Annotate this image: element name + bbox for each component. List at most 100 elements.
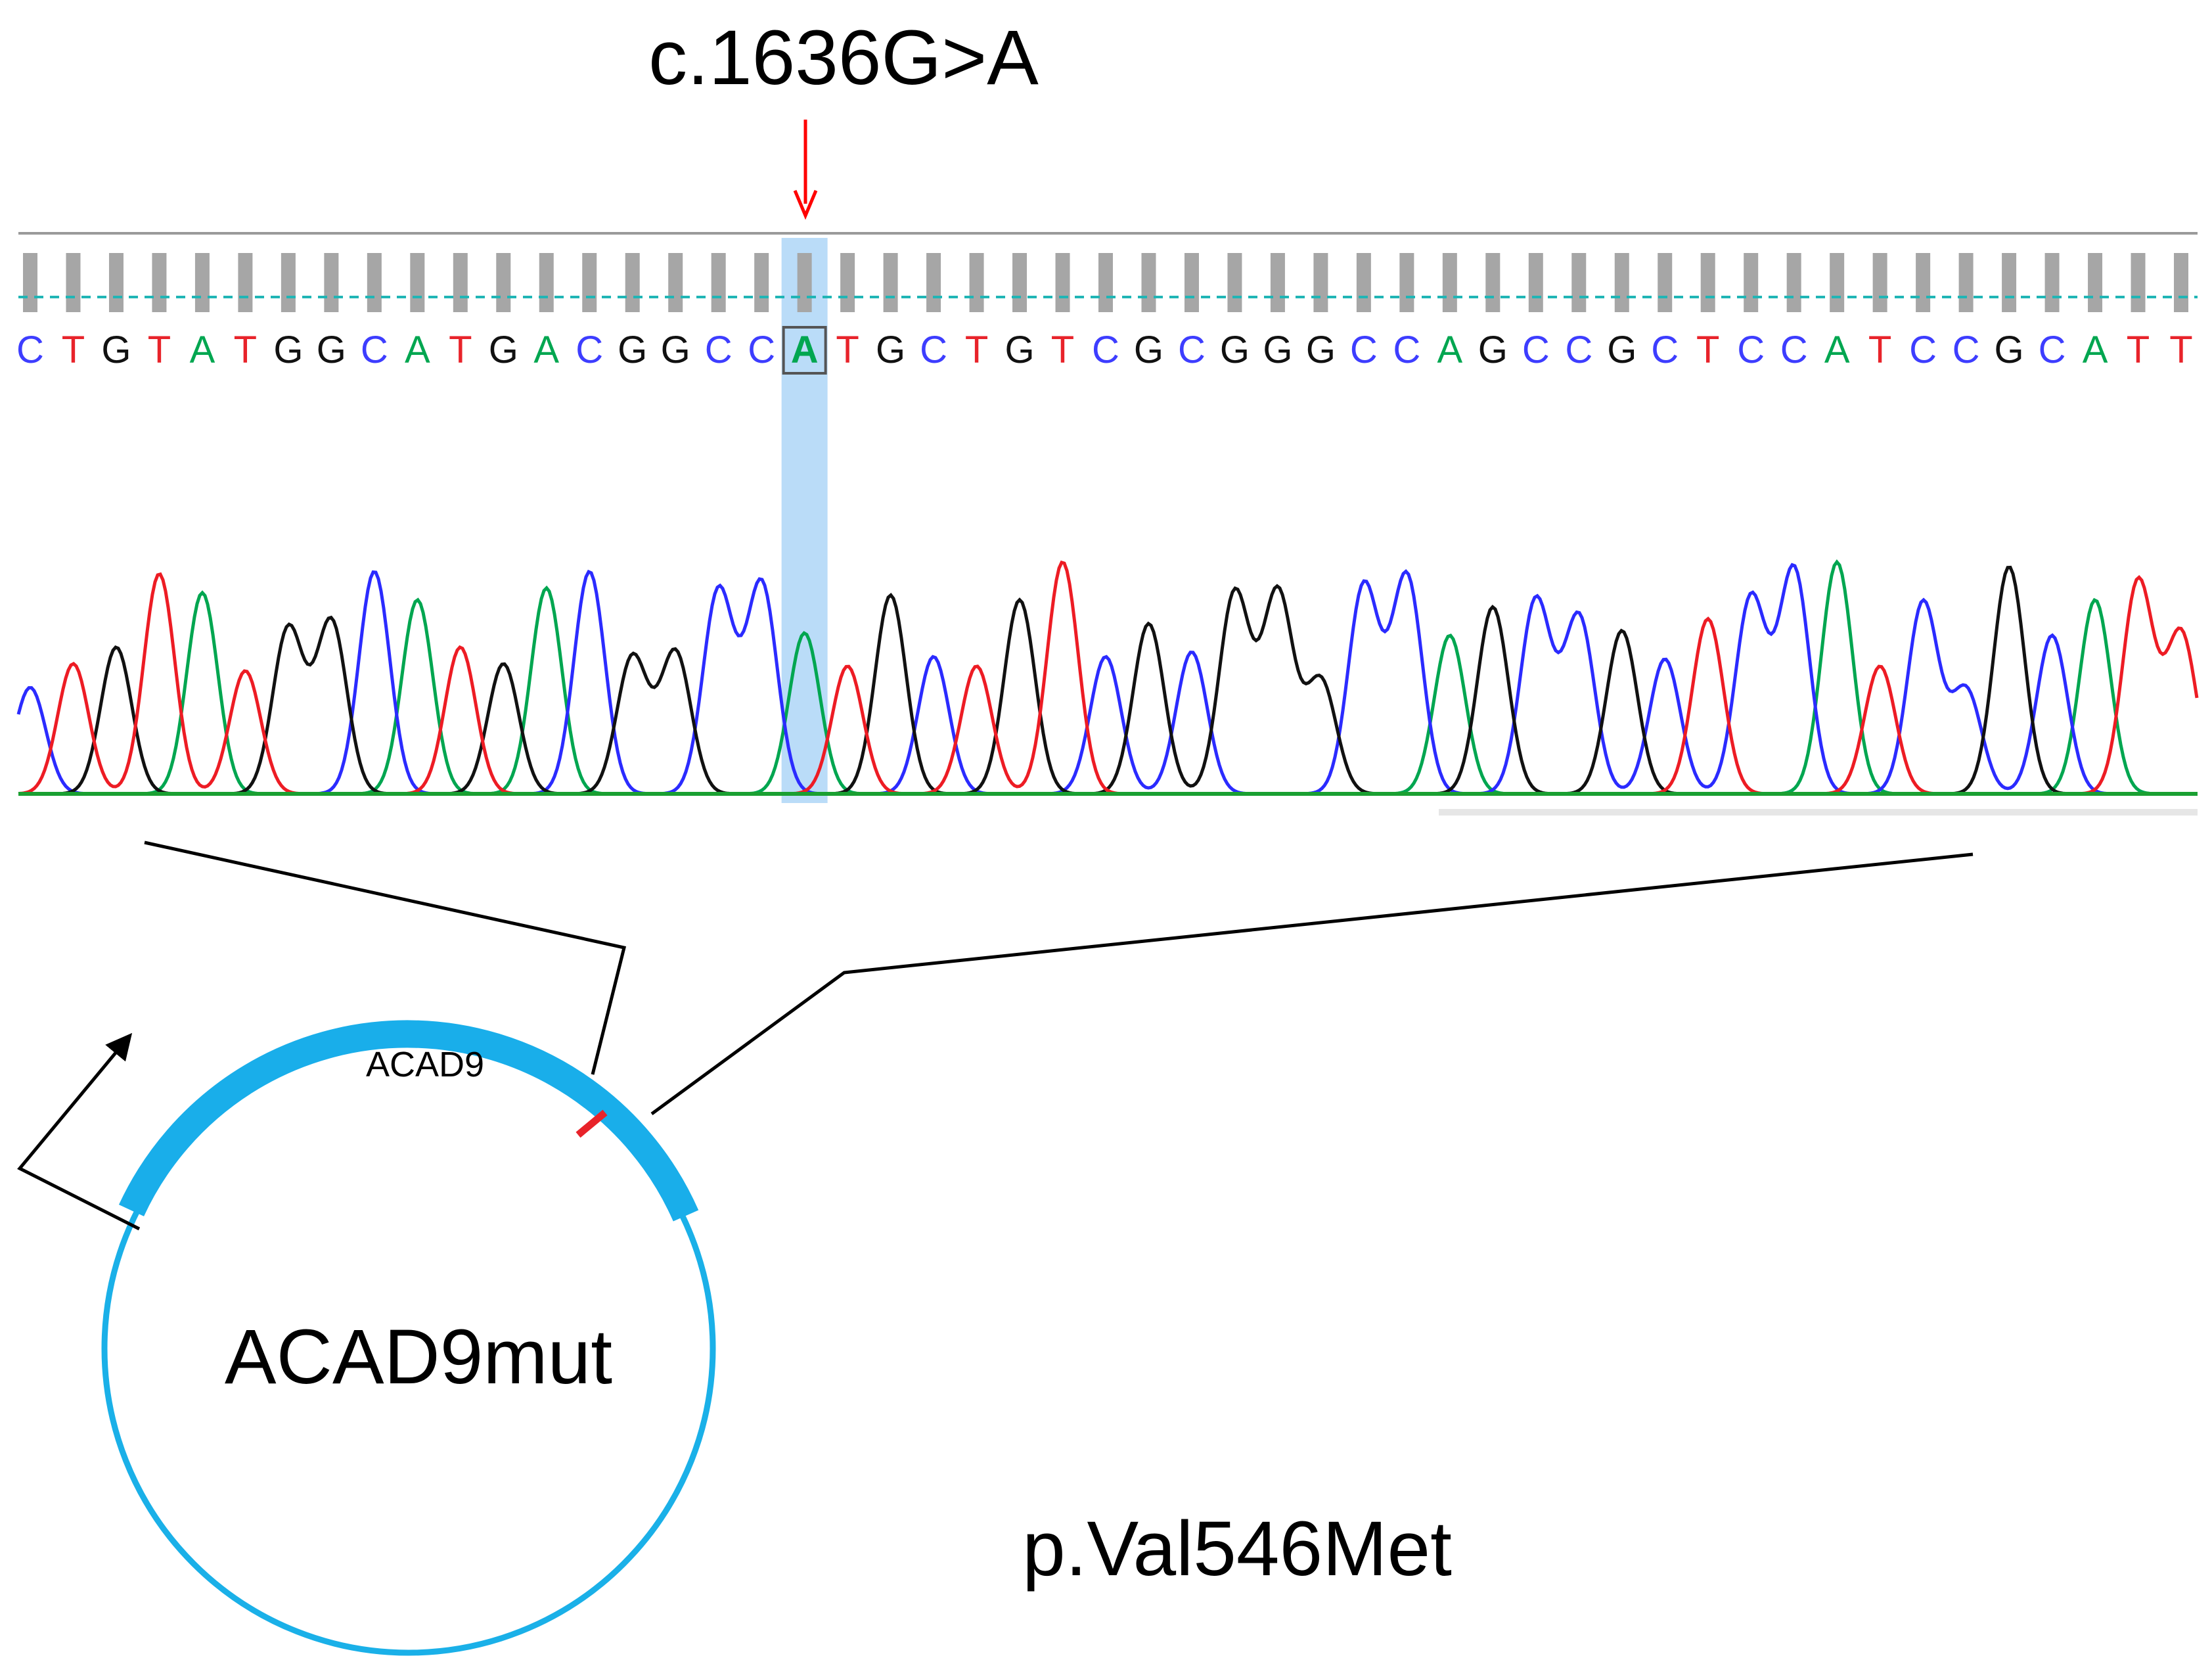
base-call: C xyxy=(1092,329,1119,371)
base-call: T xyxy=(2169,329,2192,371)
quality-bar xyxy=(926,253,941,312)
base-call: T xyxy=(234,329,257,371)
highlighted-base-box xyxy=(782,326,827,375)
protein-change-label: p.Val546Met xyxy=(1022,1506,1452,1592)
base-call: C xyxy=(1522,329,1550,371)
base-call: C xyxy=(16,329,44,371)
base-call: A xyxy=(2083,329,2108,371)
base-call: G xyxy=(876,329,905,371)
highlight-column xyxy=(781,238,828,803)
quality-bar xyxy=(324,253,339,312)
quality-bar xyxy=(453,253,468,312)
trace-C xyxy=(16,563,2197,796)
base-call: T xyxy=(965,329,988,371)
zoom-connector xyxy=(144,841,1974,1116)
quality-bar xyxy=(883,253,898,312)
quality-bar xyxy=(840,253,855,312)
quality-bar xyxy=(2174,253,2188,312)
quality-bar xyxy=(2088,253,2103,312)
quality-bar xyxy=(1872,253,1887,312)
quality-bar xyxy=(1658,253,1673,312)
quality-bar xyxy=(1485,253,1501,312)
quality-bar xyxy=(1786,253,1801,312)
base-call: G xyxy=(101,329,131,371)
quality-bar xyxy=(496,253,511,312)
base-call: A xyxy=(533,329,559,371)
connector-right xyxy=(650,852,1974,1116)
base-call: G xyxy=(273,329,303,371)
quality-bar xyxy=(1442,253,1457,312)
quality-bar xyxy=(711,253,726,312)
quality-bar xyxy=(969,253,984,312)
quality-bar xyxy=(754,253,769,312)
base-call: C xyxy=(705,329,733,371)
quality-bar xyxy=(1528,253,1543,312)
promoter-arrow xyxy=(17,1032,141,1231)
base-call: C xyxy=(361,329,388,371)
connector-left xyxy=(144,841,627,1075)
quality-bar xyxy=(797,253,812,312)
quality-bar xyxy=(582,253,597,312)
base-call: C xyxy=(1952,329,1980,371)
gene-band-acad9 xyxy=(118,1020,699,1222)
quality-bar xyxy=(1916,253,1931,312)
quality-bar xyxy=(668,253,683,312)
base-call: G xyxy=(1134,329,1163,371)
base-call: C xyxy=(748,329,775,371)
quality-bar xyxy=(2131,253,2146,312)
base-call: G xyxy=(317,329,346,371)
quality-bar xyxy=(108,253,124,312)
base-call: G xyxy=(1004,329,1034,371)
quality-bar xyxy=(2002,253,2017,312)
base-call: G xyxy=(618,329,647,371)
quality-bar xyxy=(1184,253,1199,312)
base-call: C xyxy=(1350,329,1378,371)
base-call: C xyxy=(920,329,947,371)
base-call: T xyxy=(1868,329,1891,371)
base-call: G xyxy=(1263,329,1292,371)
base-call: T xyxy=(1051,329,1074,371)
base-call: T xyxy=(62,329,85,371)
base-call: C xyxy=(1780,329,1808,371)
base-call: G xyxy=(1607,329,1636,371)
base-call: C xyxy=(1178,329,1206,371)
quality-bar xyxy=(1313,253,1328,312)
base-call: C xyxy=(1393,329,1420,371)
base-call: G xyxy=(1306,329,1336,371)
quality-bar xyxy=(152,253,167,312)
base-call: A xyxy=(190,329,215,371)
quality-bar xyxy=(1830,253,1845,312)
base-call: C xyxy=(576,329,603,371)
base-call: G xyxy=(1220,329,1250,371)
quality-bar xyxy=(1098,253,1113,312)
quality-bar xyxy=(66,253,81,312)
base-call: T xyxy=(148,329,171,371)
chromatogram-traces xyxy=(16,559,2199,796)
base-call: T xyxy=(2127,329,2150,371)
quality-bar xyxy=(1958,253,1974,312)
base-call: C xyxy=(1651,329,1679,371)
base-call: A xyxy=(1437,329,1462,371)
base-call: A xyxy=(1824,329,1850,371)
base-call: C xyxy=(1737,329,1765,371)
base-call: A xyxy=(791,329,819,371)
quality-bar xyxy=(1700,253,1715,312)
quality-bar xyxy=(2044,253,2060,312)
quality-bar xyxy=(194,253,210,312)
quality-bar xyxy=(1055,253,1070,312)
base-call: G xyxy=(661,329,690,371)
base-call: C xyxy=(2039,329,2066,371)
quality-bar xyxy=(1141,253,1156,312)
base-call: C xyxy=(1565,329,1592,371)
base-call: T xyxy=(1696,329,1719,371)
base-call: T xyxy=(836,329,859,371)
quality-bar xyxy=(1744,253,1759,312)
quality-bar xyxy=(367,253,382,312)
base-call: G xyxy=(1995,329,2024,371)
mutation-site-mark xyxy=(576,1109,608,1138)
quality-bar xyxy=(1012,253,1027,312)
base-call: G xyxy=(1478,329,1508,371)
plasmid-map: ACAD9 ACAD9mut xyxy=(17,1020,716,1656)
quality-bar xyxy=(1356,253,1371,312)
